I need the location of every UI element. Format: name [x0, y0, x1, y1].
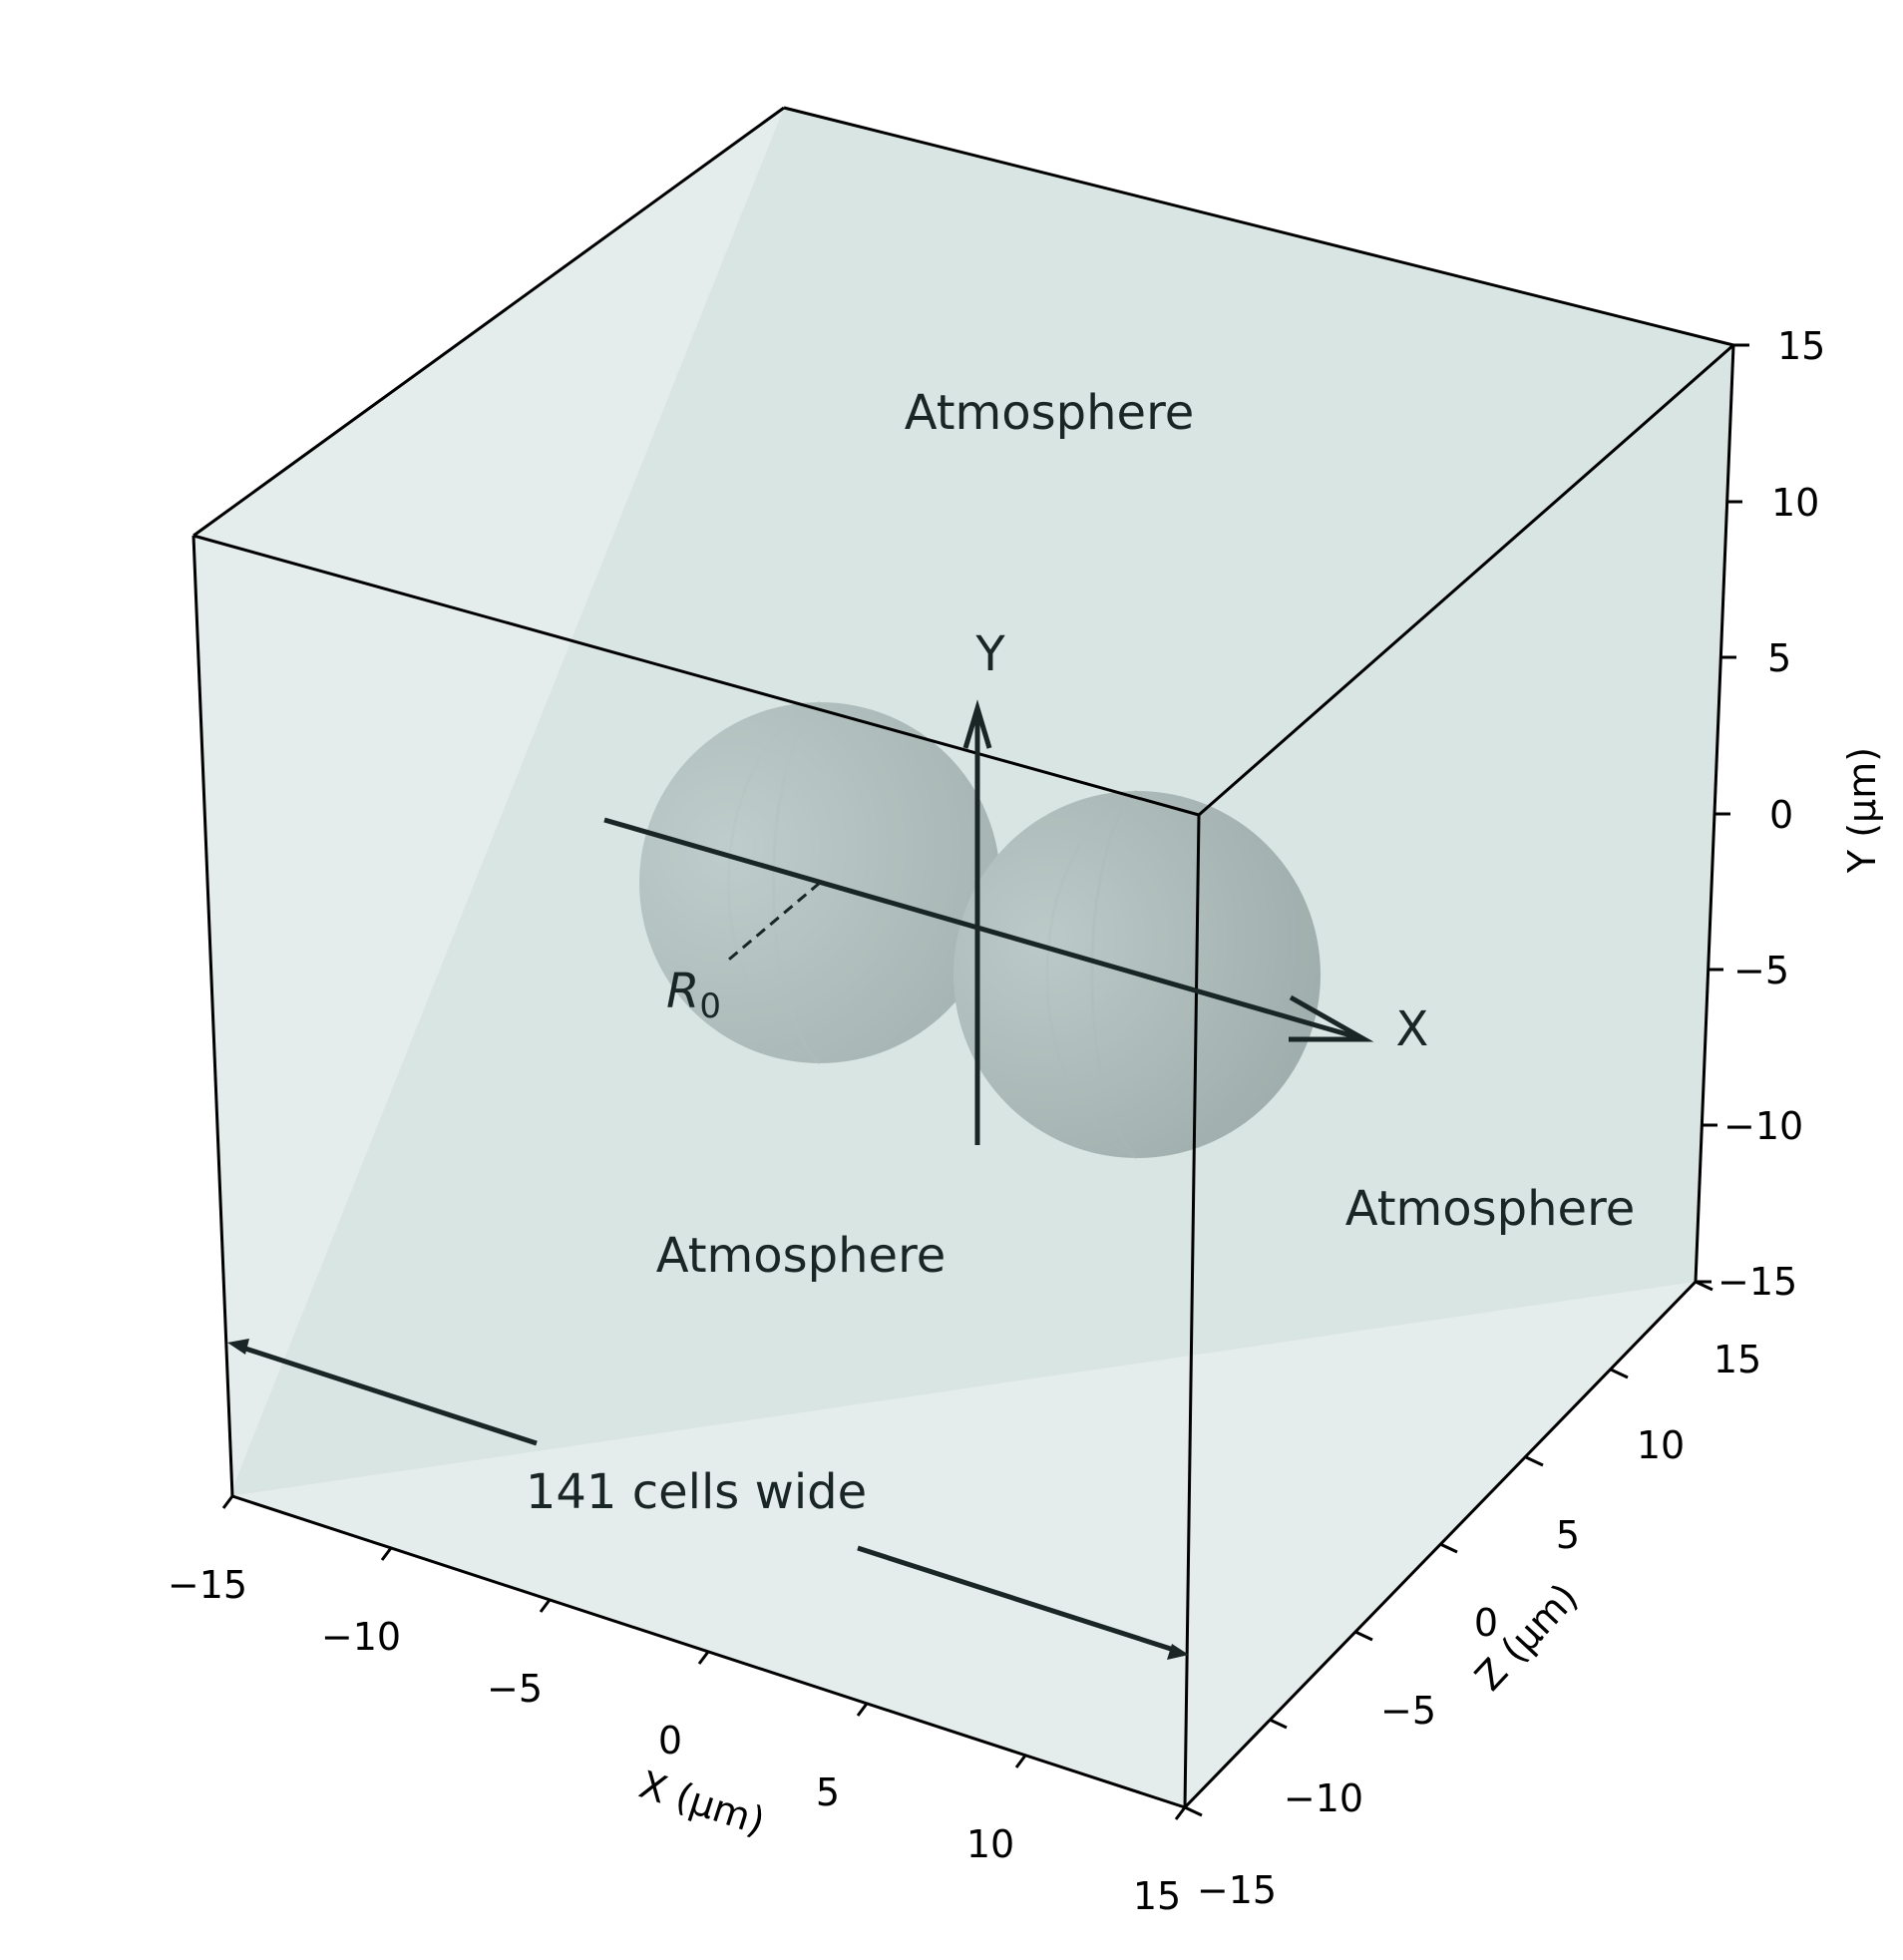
x-tick-label: −15: [168, 1563, 247, 1607]
y-tick-label: −5: [1733, 949, 1789, 992]
atmosphere-top-label: Atmosphere: [905, 385, 1195, 441]
x-arrow-label: X: [1396, 1001, 1429, 1057]
x-axis-ticks: [221, 1495, 1187, 1820]
x-axis-label: X (µm): [634, 1763, 770, 1844]
x-direction-arrow: [603, 817, 1374, 1042]
y-tick-label: 10: [1771, 481, 1819, 525]
x-tick-label: 15: [1133, 1874, 1181, 1918]
radius-symbol: R: [666, 964, 699, 1019]
width-arrow-right: [857, 1545, 1189, 1660]
atmosphere-front-label: Atmosphere: [656, 1228, 947, 1284]
y-tick-label: 0: [1769, 793, 1793, 837]
x-tick-label: −10: [321, 1615, 401, 1659]
y-tick-label: −15: [1717, 1260, 1797, 1304]
x-tick-label: 0: [658, 1719, 682, 1763]
box-front-face: [193, 536, 1199, 1807]
width-arrow-left: [227, 1339, 538, 1446]
z-tick-label: −5: [1380, 1689, 1436, 1733]
x-axis-tick-labels: −15 −10 −5 0 5 10 15: [168, 1563, 1181, 1918]
z-tick-label: −10: [1284, 1776, 1363, 1820]
box-right-face: [1185, 345, 1733, 1807]
z-tick-label: 5: [1556, 1513, 1580, 1557]
box-top-face: [193, 108, 1733, 815]
z-axis-tick-labels: −15 −10 −5 0 5 10 15: [1197, 1338, 1761, 1912]
x-tick-label: 5: [816, 1770, 840, 1814]
y-direction-arrow: [962, 699, 992, 1145]
y-axis-label: Y (µm): [1840, 747, 1884, 874]
radius-line: [723, 881, 821, 966]
y-arrow-label: Y: [974, 626, 1005, 682]
y-tick-label: −10: [1723, 1104, 1803, 1148]
radius-label: R0: [666, 964, 721, 1026]
y-axis-ticks: [1696, 343, 1749, 1284]
z-tick-label: 15: [1713, 1338, 1761, 1381]
x-tick-label: −5: [487, 1667, 543, 1711]
width-annotation-label: 141 cells wide: [526, 1464, 867, 1520]
y-tick-label: 5: [1767, 636, 1791, 680]
x-tick-label: 10: [966, 1822, 1014, 1866]
radius-subscript: 0: [699, 986, 721, 1026]
atmosphere-right-label: Atmosphere: [1345, 1181, 1636, 1237]
z-tick-label: 10: [1637, 1423, 1685, 1467]
z-tick-label: −15: [1197, 1868, 1277, 1912]
z-tick-label: 0: [1474, 1601, 1498, 1645]
y-axis-tick-labels: −15 −10 −5 0 5 10 15: [1717, 324, 1825, 1304]
y-tick-label: 15: [1777, 324, 1825, 368]
